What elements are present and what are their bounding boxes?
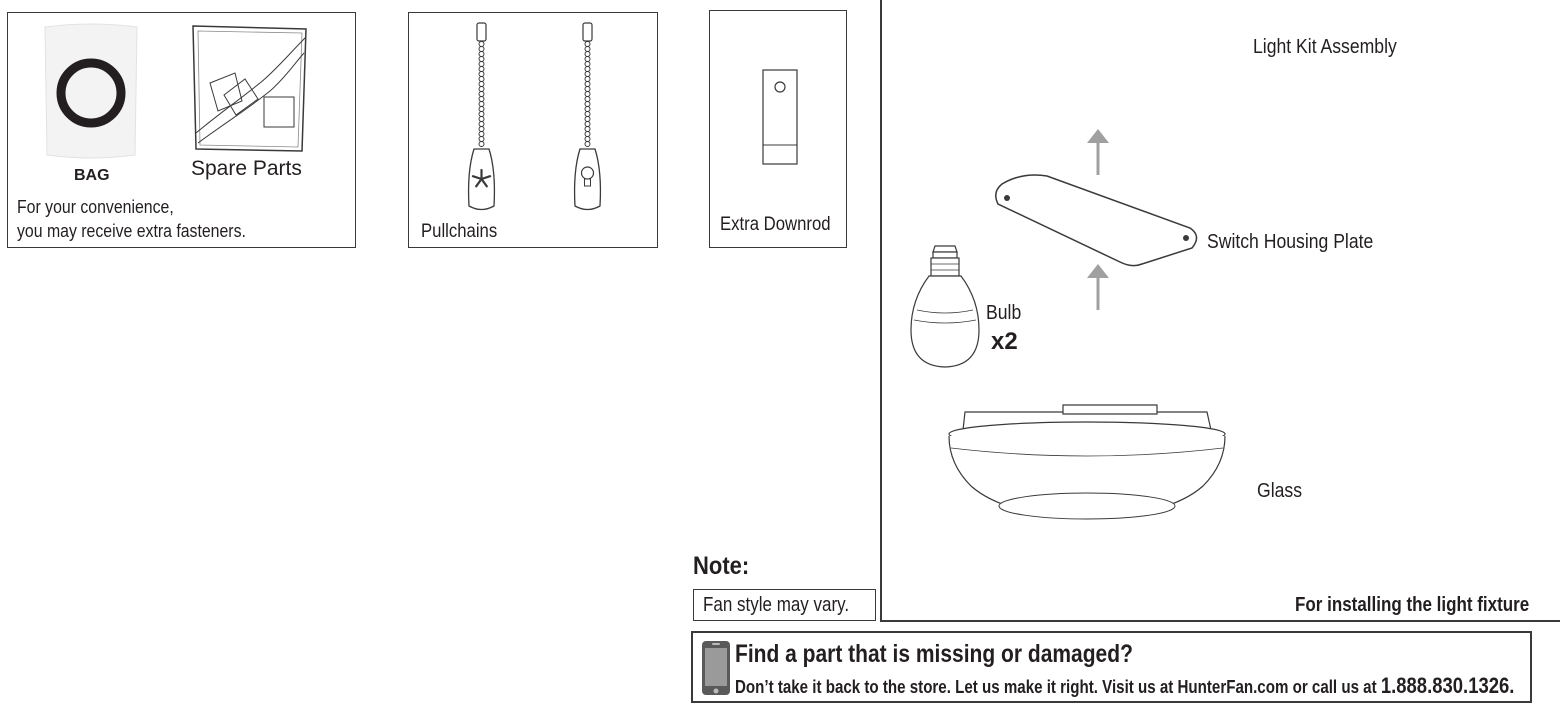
note-box: Fan style may vary. [693,589,876,621]
fasteners-note-line1: For your convenience, [17,197,174,217]
pullchains-panel: Pullchains [408,12,658,248]
downrod-icon [762,69,798,165]
bulb-quantity: x2 [991,328,1018,355]
up-arrow-icon [1087,129,1109,175]
bulb-label: Bulb [986,302,1022,324]
light-kit-footer: For installing the light fixture [1295,594,1530,616]
bulb-icon [910,245,980,368]
support-body-line: Don’t take it back to the store. Let us … [735,673,1514,699]
switch-housing-plate-icon [995,174,1198,267]
light-kit-divider [880,0,882,622]
light-kit-bottom-rule [880,620,1560,622]
note-heading: Note: [693,552,750,580]
glass-shade-icon [948,404,1226,520]
support-headline: Find a part that is missing or damaged? [735,640,1133,668]
downrod-label: Extra Downrod [720,214,831,235]
fan-pullchain-icon [467,22,496,211]
fasteners-note-line2: you may receive extra fasteners. [17,221,246,241]
up-arrow-icon [1087,264,1109,310]
note-text: Fan style may vary. [703,594,850,616]
bag-panel: BAG Spare Parts For your convenience, yo… [7,12,356,248]
spare-parts-label: Spare Parts [191,157,302,180]
switch-housing-label: Switch Housing Plate [1207,231,1374,253]
support-banner: Find a part that is missing or damaged? … [691,631,1532,703]
spare-parts-icon [192,25,307,152]
pullchains-label: Pullchains [421,221,498,242]
support-body: Don’t take it back to the store. Let us … [735,677,1377,697]
support-phone: 1.888.830.1326. [1380,673,1515,698]
phone-icon [702,641,730,695]
bag-icon [44,23,138,159]
bag-label: BAG [74,167,110,184]
light-kit-title: Light Kit Assembly [1253,36,1397,58]
light-pullchain-icon [573,22,602,211]
glass-label: Glass [1257,480,1302,502]
downrod-panel: Extra Downrod [709,10,847,248]
